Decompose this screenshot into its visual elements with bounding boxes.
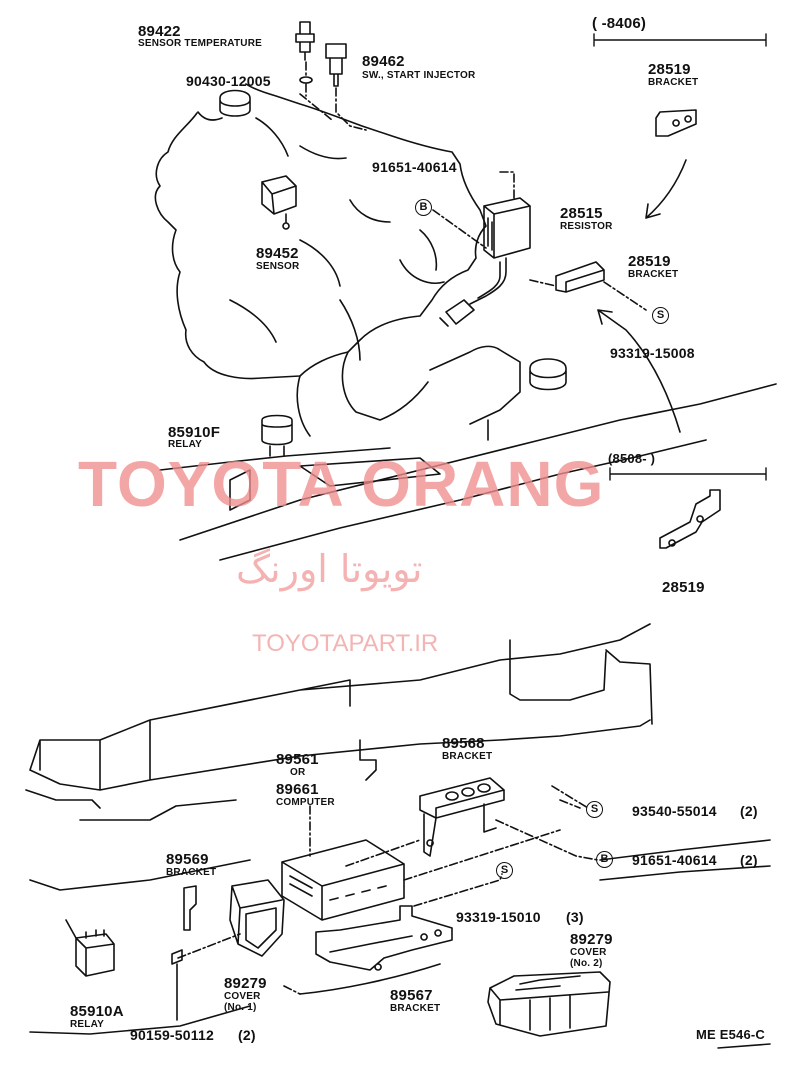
part-number-89561: 89561 bbox=[276, 751, 319, 768]
cover-no2-89279 bbox=[487, 971, 611, 1037]
part-number-89567: 89567 bbox=[390, 987, 433, 1004]
part-or-label: OR bbox=[290, 767, 306, 778]
part-number-28519-lower: 28519 bbox=[662, 579, 705, 596]
part-name-28519-upper: BRACKET bbox=[648, 77, 699, 88]
part-number-89661: 89661 bbox=[276, 781, 319, 798]
part-number-28515: 28515 bbox=[560, 205, 603, 222]
part-name-89279-no2: COVER bbox=[570, 947, 607, 958]
leader-28519-mount bbox=[529, 279, 647, 311]
part-number-89422: 89422 bbox=[138, 23, 181, 40]
bracket-89568 bbox=[419, 777, 505, 857]
part-qty-93540: (2) bbox=[740, 803, 758, 819]
part-number-28519-mounted: 28519 bbox=[628, 253, 671, 270]
relay-85910F bbox=[261, 414, 293, 457]
temperature-sensor-89422 bbox=[295, 21, 315, 61]
part-name-89452: SENSOR bbox=[256, 261, 300, 272]
leader-lines-top bbox=[299, 61, 367, 131]
engine-lower-body bbox=[296, 345, 521, 441]
part-number-91651-lower: 91651-40614 bbox=[632, 852, 717, 868]
part-number-90430: 90430-12005 bbox=[186, 73, 271, 89]
bracket-28519-upper bbox=[655, 109, 697, 137]
part-name-28515: RESISTOR bbox=[560, 221, 613, 232]
leader-91651-top bbox=[432, 171, 515, 249]
part-qty-91651-lower: (2) bbox=[740, 852, 758, 868]
part-name-85910F: RELAY bbox=[168, 439, 202, 450]
watermark-latin: TOYOTA ORANG bbox=[78, 448, 605, 520]
date-range-upper: ( -8406) bbox=[592, 15, 647, 32]
corner-line bbox=[717, 1043, 771, 1049]
arrow-lower bbox=[597, 309, 681, 433]
start-injector-switch-89462 bbox=[325, 43, 347, 87]
symbol-b-lower: B bbox=[596, 851, 613, 868]
part-name-89567: BRACKET bbox=[390, 1003, 441, 1014]
leader-cover1 bbox=[177, 933, 301, 995]
symbol-s-93319-15010: S bbox=[496, 862, 513, 879]
part-name-28519-mounted: BRACKET bbox=[628, 269, 679, 280]
cover-no1-89279 bbox=[229, 879, 285, 957]
figure-code: ME E546-C bbox=[696, 1027, 765, 1042]
watermark-persian: تویوتا اورنگ bbox=[236, 547, 423, 591]
engine-detail-lines bbox=[197, 111, 445, 361]
resistor-connector bbox=[439, 299, 475, 327]
part-number-85910F: 85910F bbox=[168, 424, 221, 441]
part-name-89462: SW., START INJECTOR bbox=[362, 70, 476, 81]
symbol-b-top: B bbox=[415, 199, 432, 216]
leader-89567 bbox=[413, 873, 503, 907]
date-range-bracket-lower bbox=[609, 467, 767, 481]
symbol-s-93540: S bbox=[586, 801, 603, 818]
date-range-bracket-upper bbox=[593, 33, 767, 47]
bracket-28519-lower bbox=[659, 489, 721, 549]
part-number-93319-15008: 93319-15008 bbox=[610, 345, 695, 361]
part-name-89279-no1: COVER bbox=[224, 991, 261, 1002]
part-number-89568: 89568 bbox=[442, 735, 485, 752]
oil-cap-rear bbox=[529, 358, 567, 391]
date-range-lower: (8508- ) bbox=[608, 451, 656, 466]
oil-filler-cap bbox=[219, 89, 251, 117]
gasket-90430 bbox=[299, 76, 313, 84]
part-qty-90159: (2) bbox=[238, 1027, 256, 1043]
part-number-89462: 89462 bbox=[362, 53, 405, 70]
part-number-90159: 90159-50112 bbox=[130, 1027, 214, 1043]
sensor-89452 bbox=[261, 175, 297, 223]
arrow-upper bbox=[645, 159, 687, 219]
part-number-93540: 93540-55014 bbox=[632, 803, 717, 819]
resistor-28515 bbox=[483, 197, 531, 259]
dash-panel-lower bbox=[29, 739, 771, 1035]
part-number-28519-upper: 28519 bbox=[648, 61, 691, 78]
part-number-85910A: 85910A bbox=[70, 1003, 124, 1020]
engine-outline bbox=[154, 83, 487, 380]
part-name-89568: BRACKET bbox=[442, 751, 493, 762]
part-name-89569: BRACKET bbox=[166, 867, 217, 878]
leader-89568-bolts bbox=[495, 785, 599, 861]
bracket-89569 bbox=[183, 885, 197, 931]
screw-90159 bbox=[171, 949, 183, 1021]
part-sub-89279-no2: (No. 2) bbox=[570, 958, 603, 969]
watermark-url: TOYOTAPART.IR bbox=[252, 630, 439, 657]
part-number-91651-top: 91651-40614 bbox=[372, 159, 457, 175]
symbol-s-93319-15008: S bbox=[652, 307, 669, 324]
relay-85910A bbox=[65, 919, 115, 977]
bracket-28519-mounted bbox=[555, 261, 605, 293]
part-name-85910A: RELAY bbox=[70, 1019, 104, 1030]
sensor-89452-bolt bbox=[282, 222, 290, 230]
part-qty-93319-15010: (3) bbox=[566, 909, 584, 925]
part-sub-89279-no1: (No. 1) bbox=[224, 1002, 257, 1013]
part-name-89422: SENSOR TEMPERATURE bbox=[138, 38, 262, 49]
resistor-wire bbox=[469, 257, 507, 305]
part-number-89279-no1: 89279 bbox=[224, 975, 267, 992]
part-number-89279-no2: 89279 bbox=[570, 931, 613, 948]
part-number-93319-15010: 93319-15010 bbox=[456, 909, 541, 925]
bracket-89567 bbox=[315, 905, 453, 971]
engine-computer-89661 bbox=[281, 839, 405, 921]
part-number-89569: 89569 bbox=[166, 851, 209, 868]
leader-computer bbox=[309, 799, 581, 881]
part-number-89452: 89452 bbox=[256, 245, 299, 262]
part-name-89661: COMPUTER bbox=[276, 797, 335, 808]
